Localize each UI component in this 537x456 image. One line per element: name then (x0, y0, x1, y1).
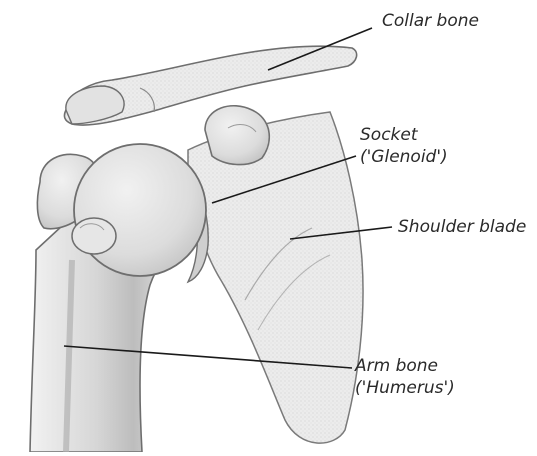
socket-label-line1: Socket (360, 124, 448, 146)
shoulder-blade-label: Shoulder blade (398, 216, 526, 238)
arm-bone-label: Arm bone ('Humerus') (355, 355, 455, 399)
collar-bone-label-text: Collar bone (382, 11, 479, 31)
lesser-tuberosity (72, 218, 116, 254)
coracoid-process (205, 106, 269, 165)
socket-label-line2: ('Glenoid') (360, 146, 448, 168)
arm-bone-label-line2: ('Humerus') (355, 377, 455, 399)
socket-label: Socket ('Glenoid') (360, 124, 448, 168)
shoulder-blade-label-text: Shoulder blade (398, 217, 526, 237)
arm-bone-label-line1: Arm bone (355, 355, 455, 377)
collar-bone-label: Collar bone (382, 10, 479, 32)
humeral-head (74, 144, 206, 276)
